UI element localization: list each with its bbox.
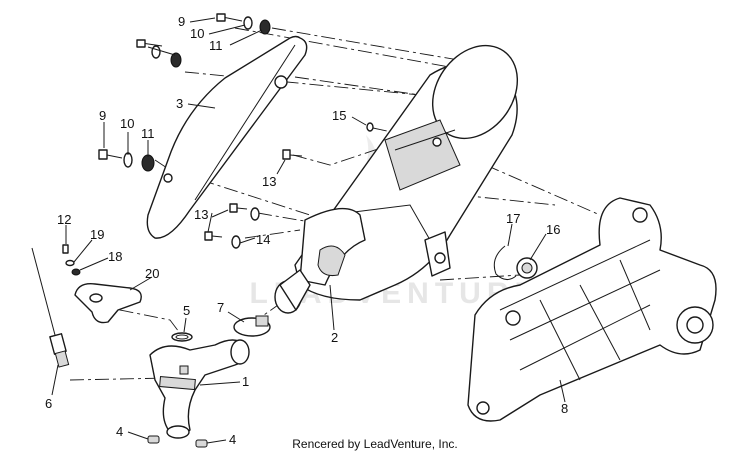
gasket-5 — [171, 332, 193, 342]
washer-14-a — [250, 207, 260, 221]
callout-11-lower: 11 — [141, 126, 155, 141]
nut-4-right — [195, 439, 208, 448]
callout-8: 8 — [561, 401, 568, 416]
screw-15 — [366, 122, 374, 132]
callout-3: 3 — [176, 96, 183, 111]
callout-16: 16 — [546, 222, 560, 237]
callout-6: 6 — [45, 396, 52, 411]
screw-12 — [62, 244, 69, 254]
bearing-16 — [516, 257, 538, 279]
callout-12: 12 — [57, 212, 71, 227]
rubber-11-lower — [141, 154, 155, 172]
oring-19 — [65, 259, 75, 267]
bracket-20 — [74, 283, 142, 324]
exhaust-manifold — [149, 339, 250, 439]
bolt-9-lower — [98, 149, 123, 160]
washer-10-upper — [151, 45, 161, 59]
callout-9-top: 9 — [178, 14, 185, 29]
callout-7: 7 — [217, 300, 224, 315]
nut-4-left — [147, 435, 160, 444]
washer-14-b — [231, 235, 241, 249]
callout-10-lower: 10 — [120, 116, 134, 131]
bolt-13-lower-b — [204, 231, 223, 241]
bolt-9-upper — [136, 39, 163, 48]
bolt-13-lower-a — [229, 203, 248, 213]
callout-19: 19 — [90, 227, 104, 242]
callout-15: 15 — [332, 108, 346, 123]
circlip-17 — [493, 245, 517, 280]
callout-4-left: 4 — [116, 424, 123, 439]
washer-10-top — [243, 16, 253, 30]
callout-18: 18 — [108, 249, 122, 264]
callout-10-top: 10 — [190, 26, 204, 41]
swing-arm-bracket — [467, 197, 717, 422]
callout-5: 5 — [183, 303, 190, 318]
rubber-11-top — [259, 19, 271, 35]
callout-14: 14 — [256, 232, 270, 247]
heat-shield — [146, 35, 308, 239]
rubber-11-upper — [170, 52, 182, 68]
callout-1: 1 — [242, 374, 249, 389]
callout-13-upper: 13 — [262, 174, 276, 189]
oxygen-sensor — [31, 247, 70, 368]
leader-lines — [51, 17, 566, 444]
render-credit: Rencered by LeadVenture, Inc. — [292, 437, 458, 451]
callout-17: 17 — [506, 211, 520, 226]
washer-10-lower — [123, 152, 133, 168]
callout-2: 2 — [331, 330, 338, 345]
muffler — [274, 44, 519, 314]
callout-9-lower: 9 — [99, 108, 106, 123]
callout-13-lower: 13 — [194, 207, 208, 222]
callout-20: 20 — [145, 266, 159, 281]
washer-18 — [71, 268, 81, 276]
callout-11-top: 11 — [209, 38, 223, 53]
callout-4-right: 4 — [229, 432, 236, 447]
bolt-13-upper — [282, 149, 303, 160]
bolt-9-top — [216, 13, 243, 22]
clamp-7 — [233, 315, 271, 337]
